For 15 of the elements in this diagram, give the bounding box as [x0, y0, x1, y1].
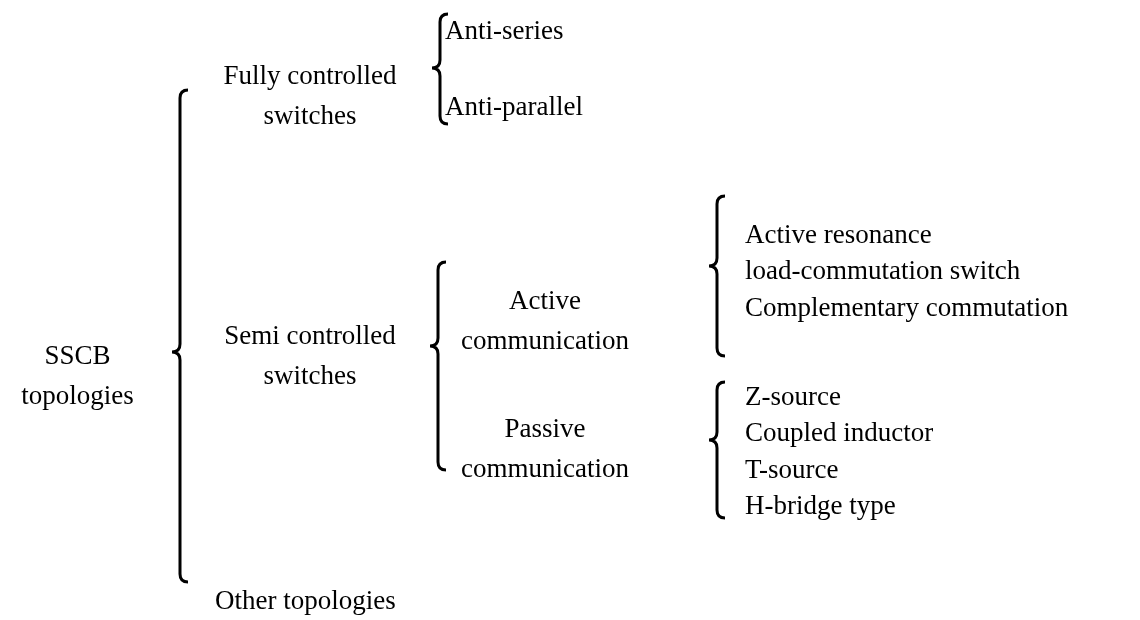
- category-label: Z-source: [745, 380, 841, 413]
- category-label: Complementary commutation: [745, 291, 1069, 324]
- category-label: Semi controlled switches: [223, 319, 397, 392]
- category-label: Other topologies: [215, 584, 396, 617]
- category-label: Anti-series: [445, 14, 564, 47]
- category-label: SSCB topologies: [20, 339, 135, 412]
- category-label: Anti-parallel: [445, 90, 583, 123]
- category-label: T-source: [745, 453, 839, 486]
- category-label: Active communication: [460, 284, 630, 357]
- category-label: H-bridge type: [745, 489, 896, 522]
- category-label: Coupled inductor: [745, 416, 934, 449]
- category-label: Fully controlled switches: [222, 59, 398, 132]
- category-label: Active resonance: [745, 218, 932, 251]
- category-label: load-commutation switch: [745, 254, 1021, 287]
- category-label: Passive communication: [460, 412, 630, 485]
